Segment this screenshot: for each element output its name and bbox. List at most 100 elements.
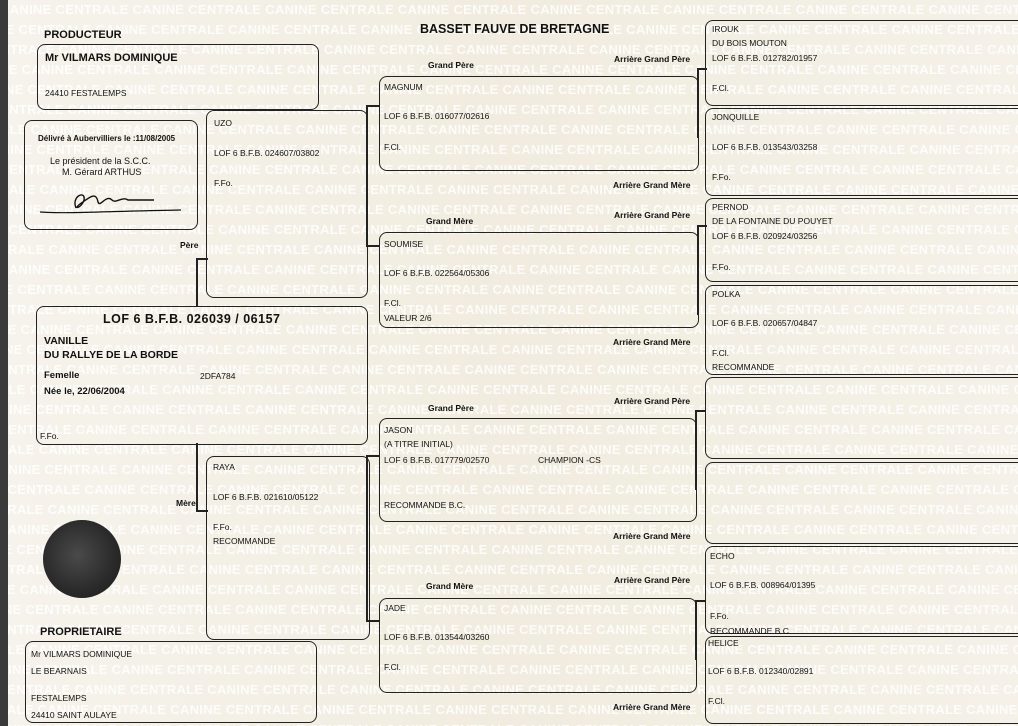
gp2-name-suffix: (A TITRE INITIAL) bbox=[384, 439, 453, 449]
ggp3-box bbox=[705, 377, 1018, 459]
ggm2-color: F.Cl. bbox=[712, 348, 729, 358]
agm-label-3: Arrière Grand Mère bbox=[613, 531, 691, 541]
connector bbox=[196, 443, 198, 511]
sire-box bbox=[206, 110, 368, 298]
ggp2-name: PERNOD bbox=[712, 202, 749, 212]
ggm4-lof: LOF 6 B.F.B. 012340/02891 bbox=[708, 666, 814, 676]
gp1-color: F.Cl. bbox=[384, 142, 401, 152]
connector bbox=[697, 225, 699, 315]
ggp2-lof: LOF 6 B.F.B. 020924/03256 bbox=[712, 231, 818, 241]
ggp4-note: RECOMMANDE B.C. bbox=[710, 626, 792, 636]
dog-name: VANILLE bbox=[44, 335, 89, 347]
ggp4-name: ECHO bbox=[710, 551, 735, 561]
pere-label: Père bbox=[180, 240, 199, 250]
scan-edge bbox=[0, 0, 8, 726]
connector bbox=[366, 455, 380, 457]
ggm4-box bbox=[705, 636, 1018, 724]
producer-name: Mr VILMARS DOMINIQUE bbox=[45, 52, 178, 64]
connector bbox=[366, 455, 368, 620]
ggm1-box bbox=[705, 108, 1018, 196]
ggm4-name: HELICE bbox=[708, 638, 739, 648]
gp1-lof: LOF 6 B.F.B. 016077/02616 bbox=[384, 111, 490, 121]
ggp2-color: F.Fo. bbox=[712, 262, 731, 272]
ggm3-box bbox=[705, 462, 1018, 544]
grand-mere-box-2 bbox=[379, 598, 697, 693]
owner-kennel: LE BEARNAIS bbox=[31, 666, 87, 676]
connector bbox=[196, 510, 208, 512]
dog-color: F.Fo. bbox=[40, 431, 59, 441]
owner-heading: PROPRIETAIRE bbox=[40, 626, 122, 638]
agm-label-4: Arrière Grand Mère bbox=[613, 702, 691, 712]
ggp4-color: F.Fo. bbox=[710, 611, 729, 621]
dog-id: 2DFA784 bbox=[200, 371, 236, 381]
delivered-date: Délivré à Aubervilliers le :11/08/2005 bbox=[38, 134, 176, 143]
connector bbox=[695, 410, 697, 490]
connector bbox=[697, 68, 699, 138]
gp2-name: JASON bbox=[384, 425, 413, 435]
dam-note: RECOMMANDE bbox=[213, 536, 276, 546]
ggp1-affix: DU BOIS MOUTON bbox=[712, 38, 787, 48]
dam-color: F.Fo. bbox=[213, 522, 232, 532]
connector bbox=[196, 258, 198, 306]
gp2-lof: LOF 6 B.F.B. 017779/02570 bbox=[384, 455, 490, 465]
gm1-note: VALEUR 2/6 bbox=[384, 313, 432, 323]
producer-address: 24410 FESTALEMPS bbox=[45, 88, 127, 98]
ggm4-color: F.Cl. bbox=[708, 696, 725, 706]
grand-mere-label-1: Grand Mère bbox=[426, 216, 474, 226]
ggm1-name: JONQUILLE bbox=[712, 112, 760, 122]
agp-label-2: Arrière Grand Père bbox=[614, 210, 691, 220]
connector bbox=[697, 225, 707, 227]
breed-title: BASSET FAUVE DE BRETAGNE bbox=[420, 22, 610, 36]
gm1-color: F.Cl. bbox=[384, 298, 401, 308]
ggm2-note: RECOMMANDE bbox=[712, 362, 775, 372]
dog-affix: DU RALLYE DE LA BORDE bbox=[44, 349, 178, 361]
producer-box bbox=[37, 44, 319, 110]
connector bbox=[366, 620, 380, 622]
ggm1-color: F.Fo. bbox=[712, 172, 731, 182]
signature-graphic bbox=[39, 194, 182, 214]
ggp2-affix: DE LA FONTAINE DU POUYET bbox=[712, 216, 833, 226]
ggp4-lof: LOF 6 B.F.B. 008964/01395 bbox=[710, 580, 816, 590]
owner-address: 24410 SAINT AULAYE bbox=[31, 710, 117, 720]
grand-pere-label-1: Grand Père bbox=[428, 60, 474, 70]
president-name: M. Gérard ARTHUS bbox=[62, 167, 142, 177]
ggm2-box bbox=[705, 285, 1018, 375]
certificate-box bbox=[24, 120, 198, 230]
connector bbox=[697, 68, 707, 70]
ggp4-box bbox=[705, 546, 1018, 634]
agp-label-3: Arrière Grand Père bbox=[614, 396, 691, 406]
watermark-row: CANINE CENTRALE CANINE CENTRALE CANINE C… bbox=[0, 2, 1018, 17]
sire-lof: LOF 6 B.F.B. 024607/03802 bbox=[214, 148, 320, 158]
connector bbox=[695, 600, 705, 602]
ggp1-box bbox=[705, 20, 1018, 106]
ggp1-lof: LOF 6 B.F.B. 012782/01957 bbox=[712, 53, 818, 63]
owner-town: FESTALEMPS bbox=[31, 693, 87, 703]
grand-pere-box-1 bbox=[379, 76, 699, 171]
connector bbox=[695, 410, 705, 412]
ggp1-name: IROUK bbox=[712, 24, 739, 34]
dam-name: RAYA bbox=[213, 462, 235, 472]
producer-heading: PRODUCTEUR bbox=[44, 29, 122, 41]
agm-label-2: Arrière Grand Mère bbox=[613, 337, 691, 347]
connector bbox=[695, 600, 697, 660]
gp1-name: MAGNUM bbox=[384, 82, 423, 92]
agp-label-4: Arrière Grand Père bbox=[614, 575, 691, 585]
connector bbox=[366, 245, 380, 247]
mere-label: Mère bbox=[176, 498, 196, 508]
connector bbox=[366, 105, 380, 107]
dam-lof: LOF 6 B.F.B. 021610/05122 bbox=[213, 492, 319, 502]
ggm1-lof: LOF 6 B.F.B. 013543/03258 bbox=[712, 142, 818, 152]
ggm2-name: POLKA bbox=[712, 289, 741, 299]
owner-box bbox=[25, 641, 317, 723]
dog-lof: LOF 6 B.F.B. 026039 / 06157 bbox=[103, 312, 281, 326]
dog-sex: Femelle bbox=[44, 370, 80, 381]
agp-label-1: Arrière Grand Père bbox=[614, 54, 691, 64]
gm2-lof: LOF 6 B.F.B. 013544/03260 bbox=[384, 632, 490, 642]
gp2-title: CHAMPION -CS bbox=[538, 455, 601, 465]
ggm2-lof: LOF 6 B.F.B. 020657/04847 bbox=[712, 318, 818, 328]
sire-color: F.Fo. bbox=[214, 178, 233, 188]
grand-mere-label-2: Grand Mère bbox=[426, 581, 474, 591]
dam-box bbox=[206, 456, 370, 640]
gm2-name: JADE bbox=[384, 603, 406, 613]
